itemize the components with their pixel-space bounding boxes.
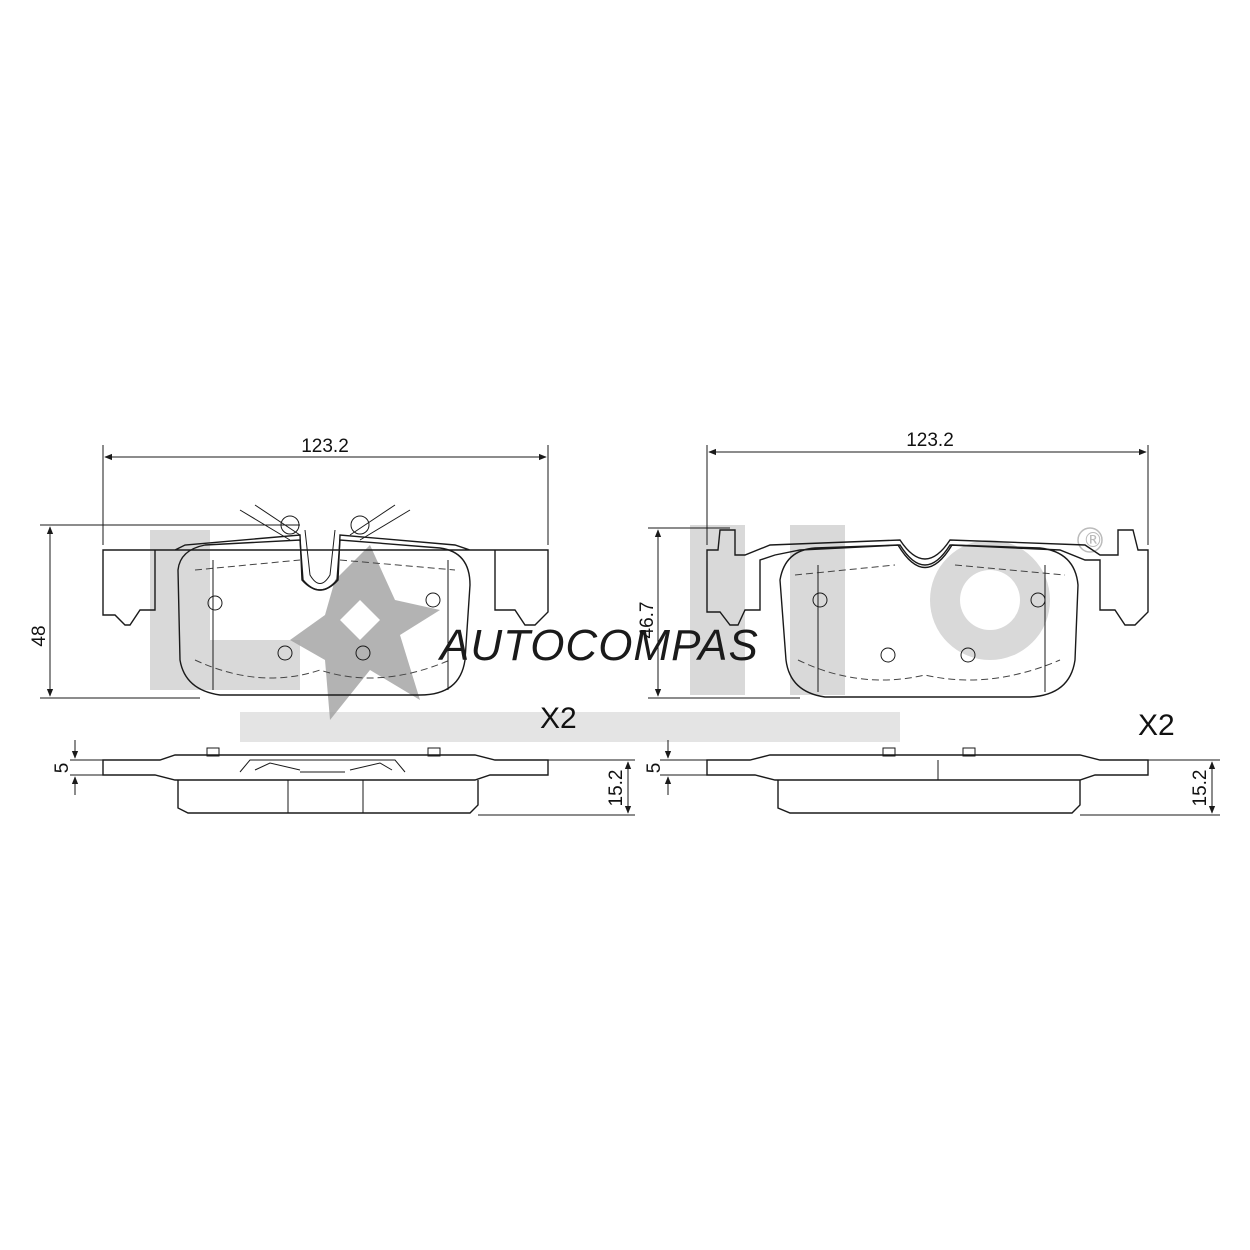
left-pad-spring-clip [239, 504, 411, 584]
left-quantity-label: X2 [540, 702, 577, 735]
right-plate-thickness-dimension: 5 [644, 740, 707, 795]
right-width-dimension: 123.2 [706, 430, 1149, 545]
right-total-thickness-label: 15.2 [1190, 770, 1211, 807]
right-pad-friction-material [779, 544, 1079, 698]
right-pad-hole [960, 647, 976, 663]
watermark-star-icon [290, 545, 440, 720]
left-height-dimension: 48 [29, 524, 300, 699]
left-width-dimension: 123.2 [102, 436, 549, 545]
watermark-letter-block [690, 525, 745, 695]
left-pad-hole [277, 645, 293, 661]
left-plate-thickness-label: 5 [52, 763, 73, 774]
right-plate-thickness-label: 5 [644, 763, 665, 774]
watermark-letter-o-hole [960, 570, 1020, 630]
right-pad-wear-line [794, 564, 1066, 681]
watermark-brand-text: AUTOCOMPAS [437, 621, 759, 670]
right-side-friction [777, 780, 1081, 814]
right-pad-hole [880, 647, 896, 663]
left-pad-friction-material [177, 539, 471, 696]
right-pad-side-view [706, 747, 1149, 814]
watermark-tagline-band [240, 712, 900, 742]
left-total-thickness-dimension: 15.2 [478, 759, 635, 816]
left-pad-hole [425, 592, 441, 608]
right-side-backing-plate [706, 754, 1149, 781]
left-side-friction [177, 780, 479, 814]
registered-mark-icon [1077, 527, 1103, 553]
left-pad-side-view [102, 747, 549, 814]
left-total-thickness-label: 15.2 [606, 770, 627, 807]
left-width-label: 123.2 [301, 436, 349, 457]
left-pad-hole [207, 595, 223, 611]
right-quantity-label: X2 [1138, 709, 1175, 742]
left-pad-hole [355, 645, 371, 661]
left-side-backing-plate [102, 754, 549, 781]
registered-mark: ® [1083, 528, 1103, 552]
watermark: AUTOCOMPAS ® [150, 525, 1103, 742]
right-height-dimension: 46.7 [637, 527, 800, 699]
left-side-clip [239, 759, 406, 773]
right-pad-hole [1030, 592, 1046, 608]
right-pad-hole [812, 592, 828, 608]
watermark-letter-block [150, 640, 300, 690]
right-width-label: 123.2 [906, 430, 954, 451]
left-pad-top-view [102, 504, 549, 696]
right-total-thickness-dimension: 15.2 [1080, 759, 1220, 816]
right-pad-top-view [706, 529, 1149, 698]
left-height-label: 48 [29, 625, 50, 646]
right-pad-backing-plate [706, 529, 1149, 626]
left-plate-thickness-dimension: 5 [52, 740, 103, 795]
right-height-label: 46.7 [637, 602, 658, 639]
